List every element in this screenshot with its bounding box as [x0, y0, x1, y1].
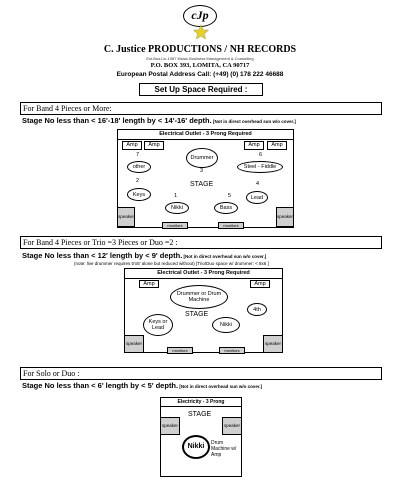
stage-label-3: STAGE	[188, 411, 212, 418]
speaker-right: speaker	[222, 417, 242, 435]
section-heading-band-4-more: For Band 4 Pieces or More:	[20, 102, 382, 115]
position-3: 3	[200, 168, 204, 174]
nikki-oval: Nikki	[165, 202, 189, 214]
speaker-left: speaker	[117, 207, 135, 227]
po-box-address: P.O. BOX 393, LOMITA, CA 90717	[150, 62, 250, 69]
star-icon: ★	[192, 22, 210, 44]
amp-box-1: Amp	[122, 141, 142, 150]
other-oval: other	[127, 161, 151, 173]
monitors-right: monitors	[219, 347, 245, 354]
keys-lead-oval: Keys or Lead	[143, 314, 173, 336]
stage-diagram-1: Electrical Outlet - 3 Prong Required Amp…	[117, 129, 294, 229]
stage-size-text: Stage No less than < 16'-18' length by <…	[22, 116, 212, 125]
stage-requirement-2: Stage No less than < 12' length by < 9' …	[22, 251, 266, 260]
amp-box-3: Amp	[244, 141, 264, 150]
nikki-oval: Nikki	[212, 317, 240, 333]
section-heading-band-trio-duo: For Band 4 Pieces or Trio =3 Pieces or D…	[20, 236, 382, 249]
stage-size-text: Stage No less than < 6' length by < 5' d…	[22, 381, 179, 390]
monitors-right: monitors	[218, 222, 244, 229]
section-heading-solo-duo: For Solo or Duo :	[20, 367, 382, 380]
stage-diagram-2: Electrical Outlet - 3 Prong Required Amp…	[124, 268, 283, 354]
monitors-left: monitors	[167, 347, 193, 354]
stage-size-text: Stage No less than < 12' length by < 9' …	[22, 251, 183, 260]
keys-oval: Keys	[127, 188, 151, 201]
european-address: European Postal Address Call: (+49) (0) …	[116, 71, 284, 78]
stage-requirement-3: Stage No less than < 6' length by < 5' d…	[22, 381, 262, 390]
stage-label-1: STAGE	[190, 181, 214, 188]
stage-diagram-3: Electricity - 3 Prong STAGE speaker spea…	[160, 397, 242, 477]
speaker-right: speaker	[263, 335, 283, 353]
nikki-oval: Nikki	[182, 435, 210, 459]
speaker-left: speaker	[124, 335, 144, 353]
company-subtitle: Est.Bus.Lic.1987 Music Business Manageme…	[146, 56, 254, 61]
stage-note-text: [Not in direct overhead sun w/o cover.]	[178, 384, 263, 389]
position-6: 6	[259, 152, 263, 158]
stage-note-text: [Not in direct overhead sun w/o cover.]	[182, 254, 267, 259]
position-4: 4	[256, 181, 260, 187]
electricity-label: Electricity - 3 Prong	[160, 397, 242, 407]
position-1: 1	[174, 193, 178, 199]
drummer-space-note: (note: live drummer requires 5'x5' alone…	[74, 261, 269, 266]
position-7: 7	[136, 152, 140, 158]
stage-note-text: [Not in direct overhead sun w/o cover.]	[211, 119, 296, 124]
amp-box-2: Amp	[250, 280, 270, 288]
monitors-left: monitors	[162, 222, 188, 229]
amp-box-1: Amp	[139, 280, 159, 288]
amp-box-4: Amp	[267, 141, 287, 150]
drum-machine-oval: Drummer or Drum Machine	[170, 285, 228, 309]
amp-box-2: Amp	[144, 141, 164, 150]
fourth-member-oval: 4th	[247, 303, 267, 316]
speaker-right: speaker	[276, 207, 294, 227]
position-5: 5	[228, 193, 232, 199]
position-2: 2	[136, 178, 140, 184]
bass-oval: Bass	[214, 202, 238, 214]
stage-requirement-1: Stage No less than < 16'-18' length by <…	[22, 116, 296, 125]
page-title: Set Up Space Required :	[139, 83, 263, 96]
electrical-outlet-label: Electrical Outlet - 3 Prong Required	[117, 129, 294, 140]
stage-label-2: STAGE	[185, 311, 209, 318]
company-logo: cJp	[183, 5, 217, 27]
company-name: C. Justice PRODUCTIONS / NH RECORDS	[103, 44, 297, 55]
steel-fiddle-oval: Steel - Fiddle	[237, 161, 283, 173]
lead-oval: Lead	[246, 191, 268, 204]
electrical-outlet-label: Electrical Outlet - 3 Prong Required	[124, 268, 283, 279]
speaker-left: speaker	[160, 417, 180, 435]
drummer-oval: Drummer	[186, 148, 218, 168]
drum-machine-label: Drum Machine w/ Amp	[211, 440, 237, 458]
